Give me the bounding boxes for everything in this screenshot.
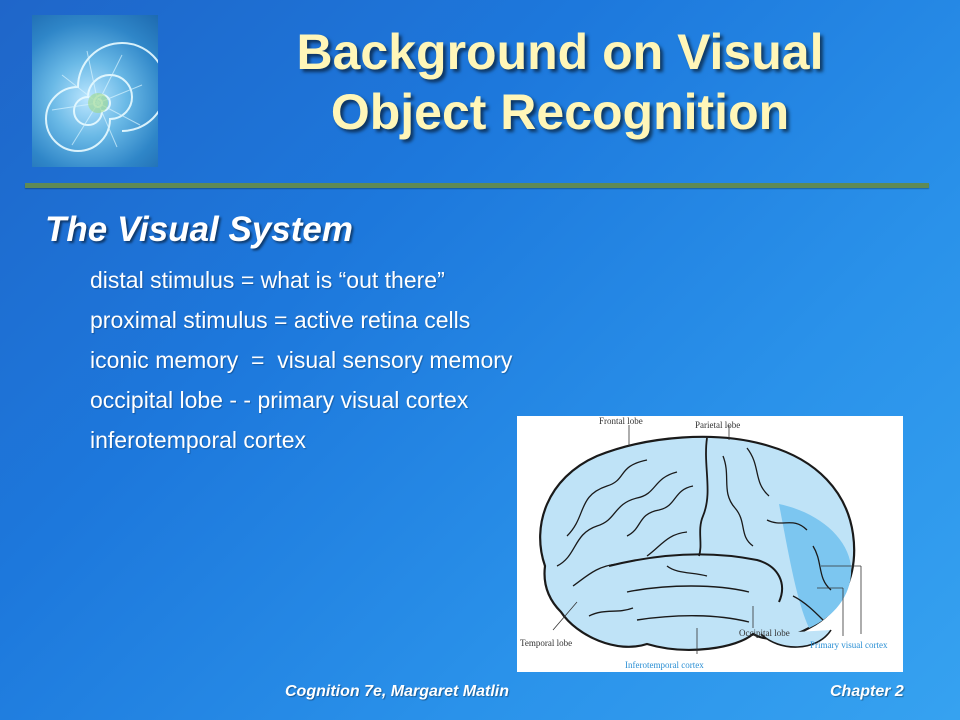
list-item: iconic memory = visual sensory memory bbox=[90, 347, 513, 373]
title-divider bbox=[25, 183, 929, 188]
list-item: distal stimulus = what is “out there” bbox=[90, 267, 445, 293]
footer-chapter: Chapter 2 bbox=[830, 683, 904, 700]
list-item: proximal stimulus = active retina cells bbox=[90, 307, 471, 333]
label-primary-visual-cortex: Primary visual cortex bbox=[810, 640, 888, 650]
list-item: occipital lobe - - primary visual cortex bbox=[90, 387, 469, 413]
label-occipital-lobe: Occipital lobe bbox=[739, 628, 790, 638]
footer-book: Cognition 7e, Margaret Matlin bbox=[285, 683, 510, 700]
title-line-1: Background on Visual bbox=[296, 24, 824, 80]
title-line-2: Object Recognition bbox=[330, 84, 790, 140]
label-temporal-lobe: Temporal lobe bbox=[520, 638, 573, 648]
label-frontal-lobe: Frontal lobe bbox=[599, 416, 643, 426]
nautilus-logo bbox=[32, 15, 158, 167]
label-parietal-lobe: Parietal lobe bbox=[695, 420, 741, 430]
slide-title: Background on Visual Object Recognition bbox=[175, 22, 945, 142]
bullet-list: distal stimulus = what is “out there” pr… bbox=[90, 260, 512, 460]
list-item: inferotemporal cortex bbox=[90, 427, 307, 453]
brain-figure: Frontal lobe Parietal lobe Temporal lobe… bbox=[517, 416, 903, 672]
section-heading: The Visual System bbox=[45, 210, 353, 249]
label-inferotemporal-cortex: Inferotemporal cortex bbox=[625, 660, 704, 670]
brain-illustration bbox=[539, 425, 862, 654]
